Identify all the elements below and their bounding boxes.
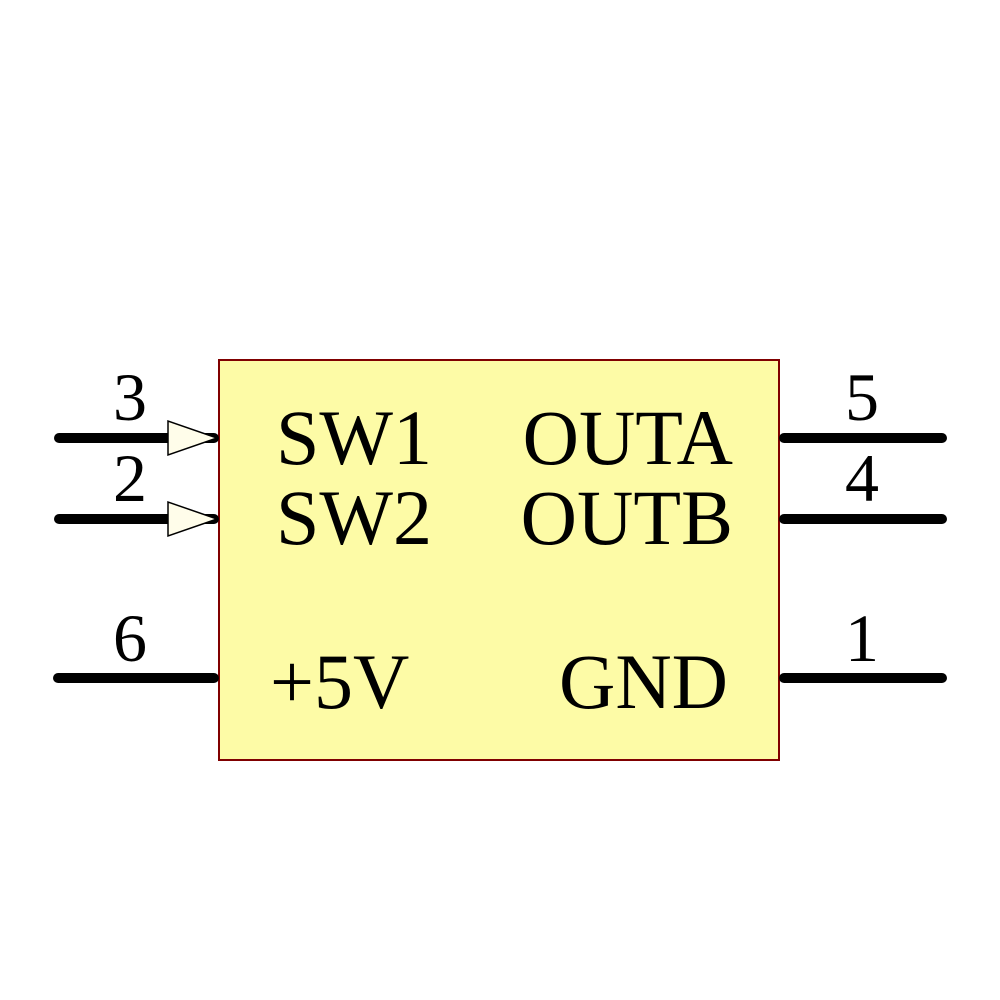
pin-3-wire[interactable]	[54, 433, 219, 443]
pin-5-wire[interactable]	[779, 433, 947, 443]
pin-5-name: OUTA	[522, 394, 733, 481]
pin-3-input-arrow-icon	[167, 419, 219, 457]
pin-1-number: 1	[845, 600, 879, 676]
symbol-body[interactable]	[218, 359, 780, 761]
pin-4-number: 4	[845, 440, 879, 516]
pin-6-number: 6	[113, 600, 147, 676]
pin-6-wire[interactable]	[53, 673, 219, 683]
pin-2-wire[interactable]	[54, 514, 219, 524]
pin-4-name: OUTB	[520, 474, 733, 561]
pin-3-name: SW1	[276, 394, 432, 481]
pin-2-number: 2	[113, 440, 147, 516]
pin-6-name: +5V	[270, 638, 410, 725]
pin-2-name: SW2	[276, 474, 432, 561]
pin-1-name: GND	[559, 638, 728, 725]
pin-4-wire[interactable]	[779, 514, 947, 524]
pin-3-number: 3	[113, 359, 147, 435]
pin-5-number: 5	[845, 359, 879, 435]
pin-1-wire[interactable]	[779, 673, 947, 683]
pin-2-input-arrow-icon	[167, 500, 219, 538]
